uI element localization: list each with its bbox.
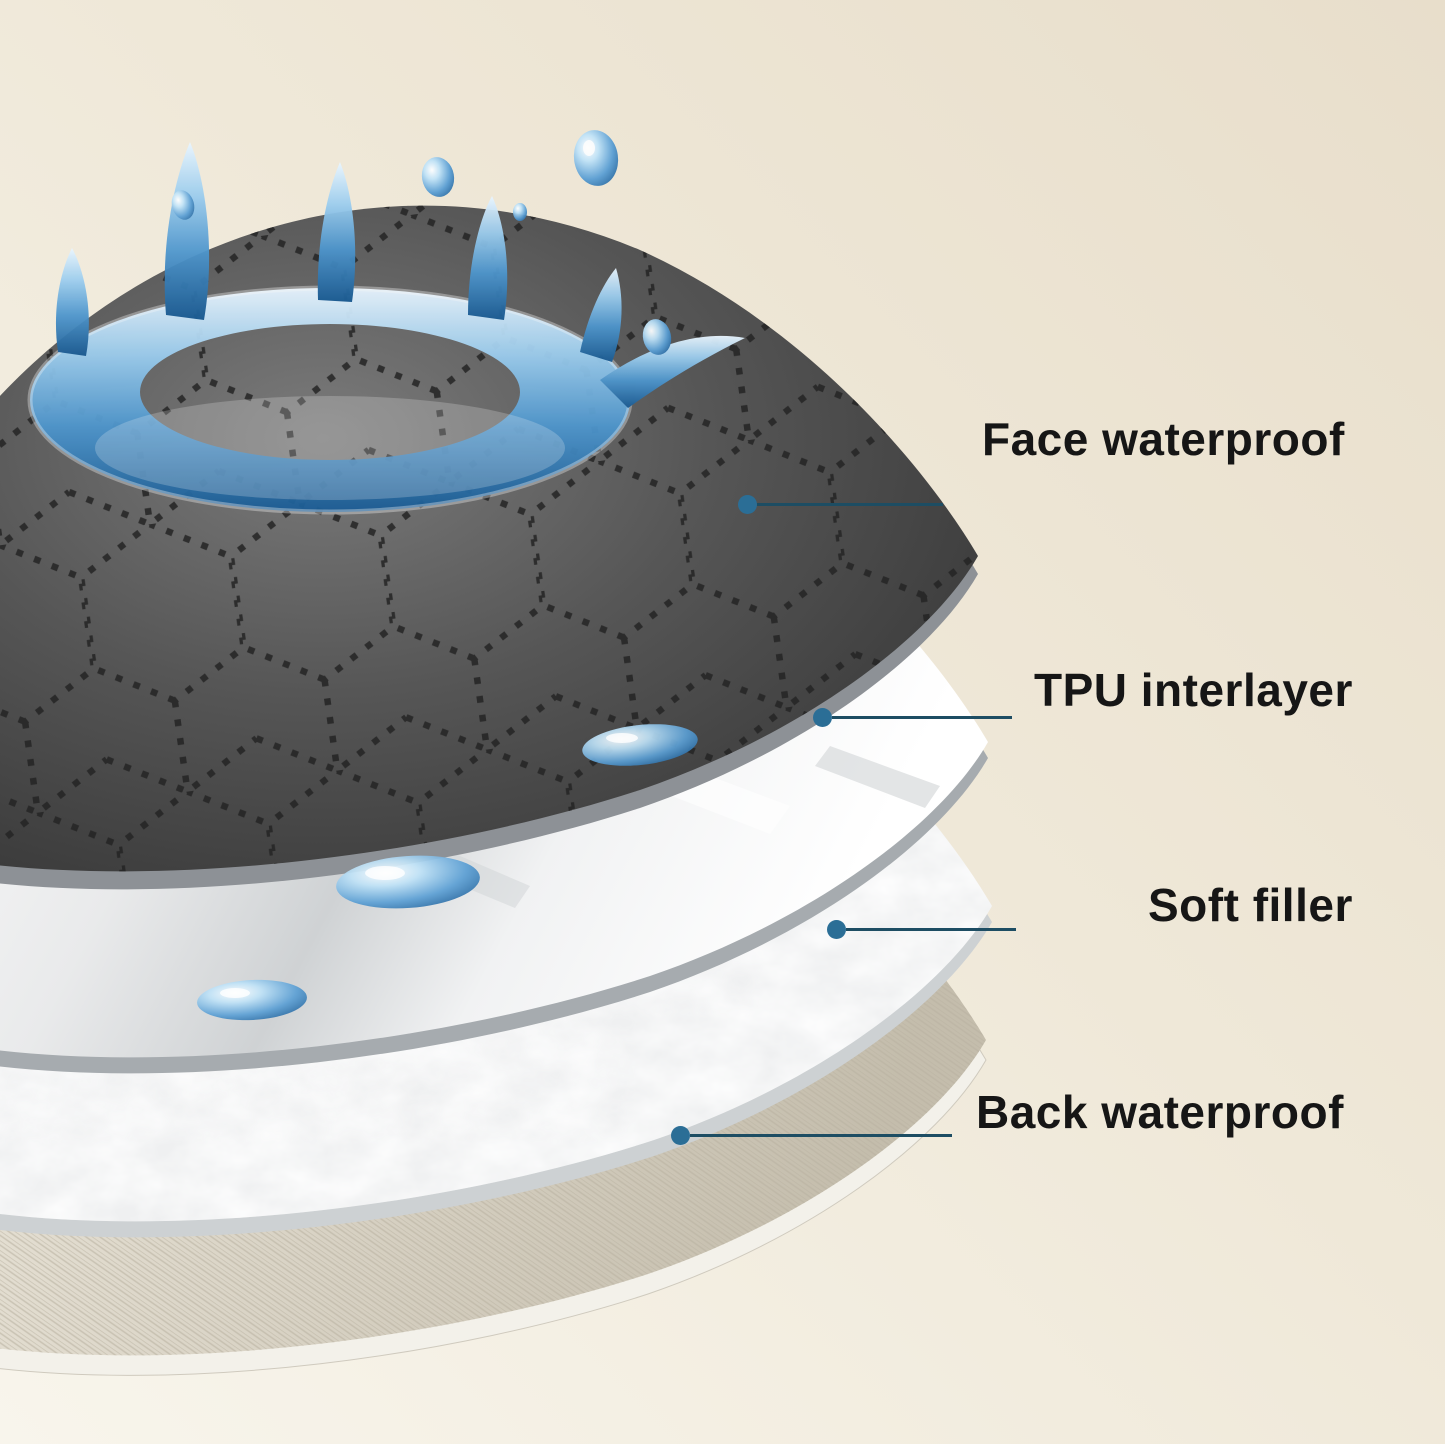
callout-line-tpu-interlayer: [832, 716, 1012, 719]
callout-dot-soft-filler: [827, 920, 846, 939]
callout-line-soft-filler: [846, 928, 1016, 931]
water-splash: [27, 130, 745, 515]
callout-dot-face-waterproof: [738, 495, 757, 514]
callout-label-face-waterproof: Face waterproof: [982, 413, 1345, 465]
callout-dot-tpu-interlayer: [813, 708, 832, 727]
callout-label-back-waterproof: Back waterproof: [976, 1086, 1344, 1138]
callout-dot-back-waterproof: [671, 1126, 690, 1145]
water-droplets: [197, 724, 698, 1021]
callout-label-tpu-interlayer: TPU interlayer: [1034, 664, 1353, 716]
callout-line-back-waterproof: [690, 1134, 952, 1137]
callout-line-face-waterproof: [757, 503, 943, 506]
callout-label-soft-filler: Soft filler: [1148, 879, 1353, 931]
layer-face-waterproof-art: [0, 205, 978, 890]
